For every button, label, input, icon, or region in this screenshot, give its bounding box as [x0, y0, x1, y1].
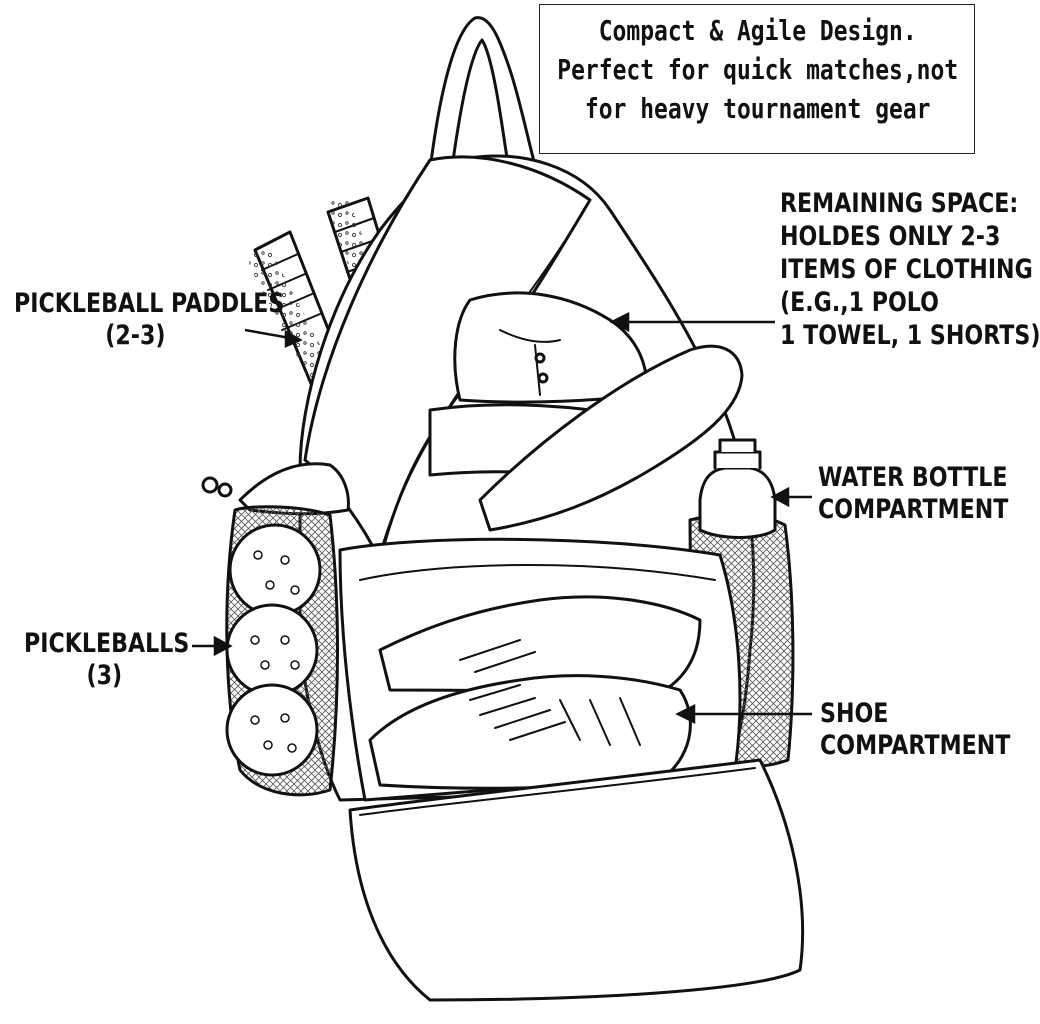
- front-flap: [348, 758, 805, 1002]
- shoe-lower: [368, 674, 692, 790]
- callout-water-line-2: COMPARTMENT: [818, 494, 1009, 526]
- callout-pickleballs-line-2: (3): [86, 660, 123, 692]
- callout-pickleballs: PICKLEBALLS (3): [24, 628, 190, 693]
- callout-remaining-line-3: ITEMS OF CLOTHING: [780, 253, 1033, 285]
- callout-remaining-line-2: HOLDES ONLY 2-3: [780, 220, 1001, 252]
- pickleball-2: [225, 603, 319, 697]
- pickleball-1: [228, 523, 322, 617]
- callout-remaining-line-1: REMAINING SPACE:: [780, 188, 1019, 219]
- title-line-3: for heavy tournament gear: [584, 92, 931, 126]
- callout-pickleballs-line-1: PICKLEBALLS: [24, 628, 190, 659]
- arrow-paddles: [244, 328, 291, 340]
- title-line-1: Compact & Agile Design.: [598, 14, 917, 47]
- callout-shoe: SHOE COMPARTMENT: [820, 698, 1010, 763]
- pickleball-3: [225, 683, 319, 777]
- top-flap: [478, 344, 744, 532]
- title-text: Compact & Agile Design. Perfect for quic…: [540, 11, 975, 129]
- callout-remaining-space: REMAINING SPACE: HOLDES ONLY 2-3 ITEMS O…: [780, 188, 1040, 353]
- callout-paddles-line-2: (2-3): [105, 320, 166, 352]
- callout-shoe-line-2: COMPARTMENT: [820, 730, 1011, 762]
- callout-water-bottle: WATER BOTTLE COMPARTMENT: [818, 462, 1008, 527]
- title-line-2: Perfect for quick matches,not: [557, 53, 959, 87]
- callout-paddles-line-1: PICKLEBALL PADDLES: [14, 288, 285, 319]
- callout-shoe-line-1: SHOE: [820, 698, 889, 729]
- callout-remaining-line-4: (E.G.,1 POLO: [780, 286, 939, 318]
- title-box: Compact & Agile Design. Perfect for quic…: [539, 4, 975, 154]
- water-bottle: [698, 466, 777, 539]
- callout-paddles: PICKLEBALL PADDLES (2-3): [14, 288, 285, 353]
- callout-remaining-line-5: 1 TOWEL, 1 SHORTS): [780, 319, 1040, 351]
- callout-water-line-1: WATER BOTTLE: [818, 462, 1008, 493]
